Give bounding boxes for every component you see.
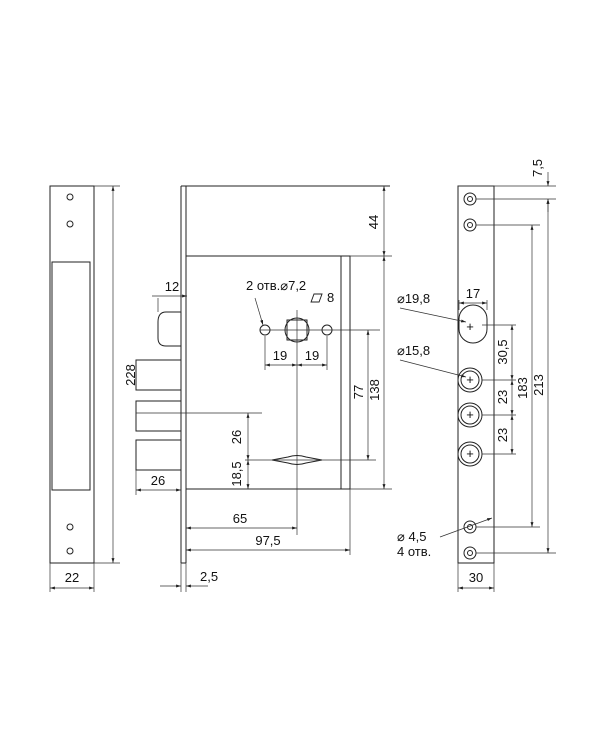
dim-7-5: 7,5	[530, 159, 545, 177]
screw-hole	[463, 218, 477, 232]
dim-18-5: 18,5	[229, 461, 244, 486]
dim-97-5: 97,5	[255, 533, 280, 548]
dim-183: 183	[515, 377, 530, 399]
dim-26-h: 26	[151, 473, 165, 488]
holes-note: 2 отв.⌀7,2	[246, 278, 306, 293]
latch-hole	[458, 304, 488, 344]
faceplate-outline	[49, 185, 95, 564]
deadbolt	[135, 400, 182, 432]
dim-213: 213	[531, 374, 546, 396]
dim-d19-8: ⌀19,8	[397, 291, 430, 306]
dim-44: 44	[366, 215, 381, 229]
lock-body-view: 12 44 138 77 2 отв.⌀7,2 8 19 19 26 18,5	[135, 185, 392, 592]
svg-text:+: +	[466, 446, 474, 461]
deadbolt	[135, 439, 182, 471]
screw-hole	[66, 193, 74, 201]
dim-30-5: 30,5	[495, 339, 510, 364]
dim-d4-5: ⌀ 4,5	[397, 529, 427, 544]
dim-19-left: 19	[273, 348, 287, 363]
dim-17: 17	[466, 286, 480, 301]
svg-text:+: +	[466, 407, 474, 422]
dim-2-5: 2,5	[200, 569, 218, 584]
square-symbol-icon	[310, 293, 323, 303]
deadbolt	[135, 359, 182, 391]
svg-text:+: +	[466, 319, 474, 334]
lock-case	[185, 255, 351, 490]
dim-26-v: 26	[229, 430, 244, 444]
dim-22: 22	[65, 570, 79, 585]
dim-30: 30	[469, 570, 483, 585]
dim-23-b: 23	[495, 428, 510, 442]
latch-bolt	[157, 311, 181, 347]
dim-77: 77	[351, 385, 366, 399]
holes-4-note: 4 отв.	[397, 544, 431, 559]
dim-23-a: 23	[495, 390, 510, 404]
dim-228: 228	[123, 364, 138, 386]
strike-plate-view: + + + + 7,5 213 183	[397, 159, 556, 592]
faceplate-slot	[51, 261, 91, 491]
screw-hole	[66, 220, 74, 228]
screw-hole	[463, 520, 477, 534]
screw-hole	[463, 192, 477, 206]
dim-19-right: 19	[305, 348, 319, 363]
dim-138: 138	[367, 379, 382, 401]
screw-hole	[66, 523, 74, 531]
dim-8: 8	[327, 290, 334, 305]
dim-65: 65	[233, 511, 247, 526]
left-faceplate-view: 228 22	[49, 185, 138, 592]
screw-hole	[66, 547, 74, 555]
dim-d15-8: ⌀15,8	[397, 343, 430, 358]
screw-hole	[463, 546, 477, 560]
dim-12: 12	[165, 279, 179, 294]
svg-text:+: +	[466, 372, 474, 387]
